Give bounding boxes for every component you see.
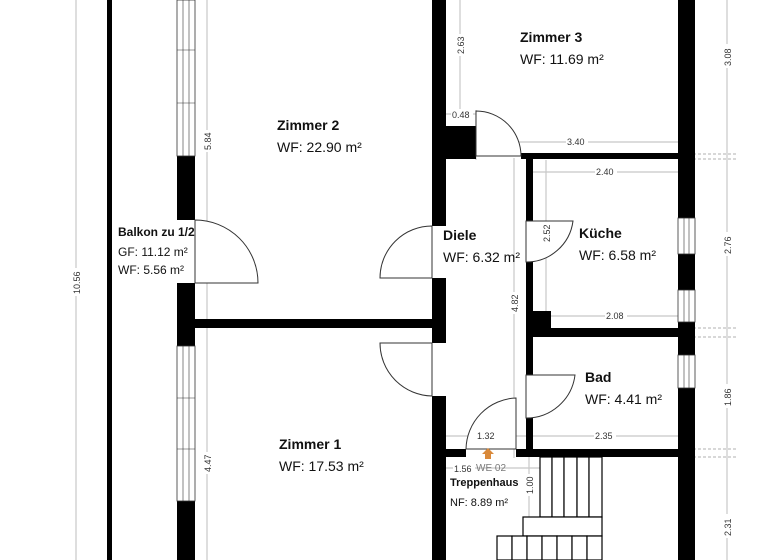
window-zimmer2 [176,0,196,157]
room-area: NF: 8.89 m² [450,497,508,509]
window-kueche-2 [677,289,696,323]
dim-diele-length: 4.82 [510,294,520,312]
room-zimmer-3: Zimmer 3 WF: 11.69 m² [520,29,604,67]
room-zimmer-1: Zimmer 1 WF: 17.53 m² [279,436,364,474]
room-bad: Bad WF: 4.41 m² [585,369,662,407]
dim-left-lower: 4.47 [203,454,213,472]
room-name: Diele [443,227,477,243]
dim-total-height: 10.56 [72,271,82,294]
door-zimmer2 [379,225,433,279]
door-zimmer1 [379,342,433,397]
window-kueche-1 [677,217,696,255]
room-area: WF: 11.69 m² [520,51,604,67]
entrance-arrow-icon [482,448,494,459]
dimension-lines [75,0,738,560]
room-zimmer-2: Zimmer 2 WF: 22.90 m² [277,117,362,155]
window-zimmer1 [176,345,196,502]
dim-kueche-width-bottom: 2.08 [606,311,624,321]
room-area: WF: 22.90 m² [277,139,362,155]
dim-wall-stub: 0.48 [452,110,470,120]
dim-stair-step: 1.00 [525,476,535,494]
room-name: Zimmer 3 [520,29,582,45]
dim-diele-top: 2.63 [456,36,466,54]
door-balkon [194,219,259,284]
room-name: Zimmer 2 [277,117,339,133]
room-area: WF: 17.53 m² [279,458,364,474]
dim-zimmer3-width: 3.40 [567,137,585,147]
room-name: Zimmer 1 [279,436,341,452]
room-balkon: Balkon zu 1/2 GF: 11.12 m² WF: 5.56 m² [118,225,195,277]
dim-bad-width: 2.35 [595,431,613,441]
staircase [496,456,603,560]
room-area: WF: 5.56 m² [118,263,184,277]
room-diele: Diele WF: 6.32 m² [443,227,520,265]
room-name: Treppenhaus [450,477,518,489]
door-zimmer3 [475,110,522,157]
dimension-labels: 10.56 5.84 4.47 2.63 0.48 3.40 2.40 2.52… [70,34,733,538]
window-bad [677,354,696,389]
room-kueche: Küche WF: 6.58 m² [579,225,656,263]
dim-left-upper: 5.84 [203,132,213,150]
dim-stair-door: 1.32 [477,431,495,441]
unit-label: WE 02 [476,463,506,474]
room-area: WF: 6.32 m² [443,249,520,265]
room-area: WF: 6.58 m² [579,247,656,263]
room-name: Küche [579,225,622,241]
room-labels: Zimmer 3 WF: 11.69 m² Zimmer 2 WF: 22.90… [118,29,662,509]
dim-right-top: 3.08 [723,48,733,66]
doors [194,110,576,450]
room-name: Bad [585,369,611,385]
room-area: WF: 4.41 m² [585,391,662,407]
dim-kueche-depth: 2.52 [542,224,552,242]
dim-right-kueche: 2.76 [723,236,733,254]
walls [107,0,695,560]
room-name: Balkon zu 1/2 [118,225,195,239]
dim-stair-landing: 1.56 [454,464,472,474]
entrance-marker: WE 02 [476,448,506,474]
room-treppenhaus: Treppenhaus NF: 8.89 m² [450,477,518,509]
room-area-gf: GF: 11.12 m² [118,245,188,259]
windows [176,0,696,502]
door-bad [525,374,576,419]
dim-kueche-width-top: 2.40 [596,167,614,177]
dim-right-bad: 1.86 [723,388,733,406]
dim-right-bottom: 2.31 [723,518,733,536]
